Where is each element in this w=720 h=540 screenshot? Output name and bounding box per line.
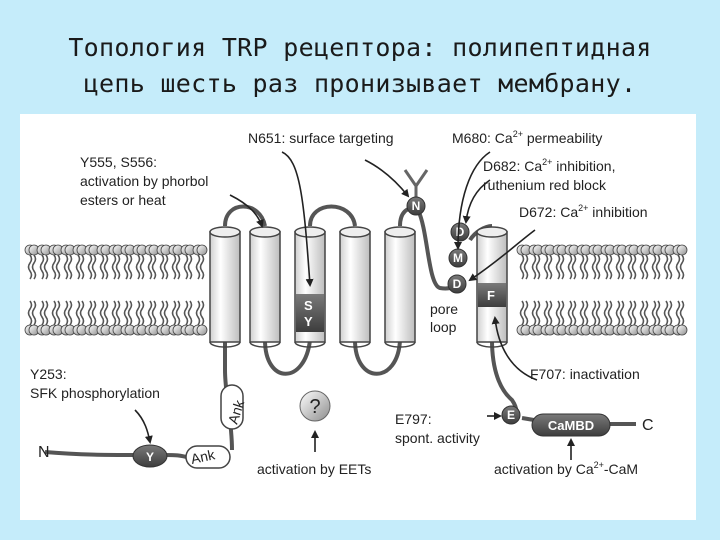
lipid-molecule [544,300,556,336]
lipid-molecule [52,244,64,280]
pore-label: pore [430,301,458,317]
residue-e797: E [501,405,521,425]
y253-label-line2: SFK phosphorylation [30,385,160,401]
y555-label-line2: activation by phorbol [80,173,208,189]
d682-label-line1: D682: Ca2+ inhibition, [483,157,615,174]
lipid-molecule [580,300,592,336]
loop-label: loop [430,319,457,335]
title-line-2: цепь шесть раз пронизывает мембрану. [83,69,637,98]
lipid-molecule [76,300,88,336]
lipid-molecule [652,300,664,336]
residue-d2-label: D [453,277,462,291]
lipid-molecule [28,244,40,280]
lipid-molecule [124,244,136,280]
helix-s1 [209,226,241,348]
question-mark: ? [309,396,320,418]
ankyrin-domain-1: Ank [220,384,248,430]
lipid-molecule [196,300,208,336]
d682-label-line2: ruthenium red block [483,177,607,193]
cam-label: activation by Ca2+-CaM [494,460,638,477]
f707-label: F707: inactivation [530,366,640,382]
y555-label-line1: Y555, S556: [80,154,157,170]
lipid-molecule [64,244,76,280]
title-line-1: Топология TRP рецептора: полипептидная [68,33,652,62]
lipid-molecule [676,244,688,280]
unknown-activator-icon: ? [299,390,331,422]
residue-d1-label: D [456,225,465,239]
e797-label-line1: E797: [395,411,432,427]
lipid-molecule [544,244,556,280]
lipid-bilayer [24,244,688,336]
residue-n651: N [406,196,426,216]
lipid-molecule [52,300,64,336]
residue-d672: D [447,274,467,294]
lipid-molecule [76,244,88,280]
residue-d682: D [450,222,470,242]
lipid-molecule [640,244,652,280]
d672-label: D672: Ca2+ inhibition [519,203,648,220]
lipid-molecule [148,300,160,336]
lipid-molecule [172,300,184,336]
helix-s6 [476,226,508,348]
ankyrin-domain-2: Ank [185,445,231,469]
lipid-molecule [604,300,616,336]
e797-label-line2: spont. activity [395,430,480,446]
lipid-molecule [556,300,568,336]
lipid-molecule [196,244,208,280]
polypeptide-chain [44,204,636,460]
annotation-arrows [134,151,575,460]
lipid-molecule [676,300,688,336]
lipid-molecule [520,244,532,280]
pore-loop-box [425,296,469,338]
residue-m-label: M [453,251,463,265]
lipid-molecule [184,300,196,336]
lipid-molecule [664,244,676,280]
c-terminus-label: C [642,417,654,434]
residue-y-term-label: Y [146,450,154,464]
residue-m680: M [448,248,468,268]
lipid-molecule [592,300,604,336]
lipid-molecule [628,300,640,336]
residue-y253: Y [132,444,168,468]
ank2-label: Ank [189,446,217,467]
cambd-domain: CaMBD [531,413,611,437]
n-terminus-label: N [38,444,50,461]
residue-f-label: F [487,288,495,303]
residue-e-label: E [507,408,515,422]
slide-title: Топология TRP рецептора: полипептидная ц… [0,30,720,102]
lipid-molecule [604,244,616,280]
lipid-molecule [652,244,664,280]
y555-label-line3: esters or heat [80,192,166,208]
lipid-molecule [88,300,100,336]
lipid-molecule [616,244,628,280]
helix-s2 [249,226,281,348]
lipid-molecule [160,300,172,336]
cambd-label: CaMBD [548,418,594,433]
glycosylation-icon [403,169,429,198]
helix-s4 [339,226,371,348]
lipid-molecule [520,300,532,336]
m680-label: M680: Ca2+ permeability [452,129,602,146]
ank1-label: Ank [225,397,248,426]
helix-s5 [384,226,416,348]
helix-s3 [294,226,326,348]
eets-label: activation by EETs [257,461,371,477]
residue-n-label: N [412,199,421,213]
transmembrane-helices [209,226,508,348]
lipid-molecule [532,244,544,280]
lipid-molecule [136,300,148,336]
n651-label: N651: surface targeting [248,130,394,146]
residue-s-label: S [304,298,313,313]
residue-y-helix-label: Y [304,314,313,329]
lipid-molecule [28,300,40,336]
y253-label-line1: Y253: [30,366,67,382]
